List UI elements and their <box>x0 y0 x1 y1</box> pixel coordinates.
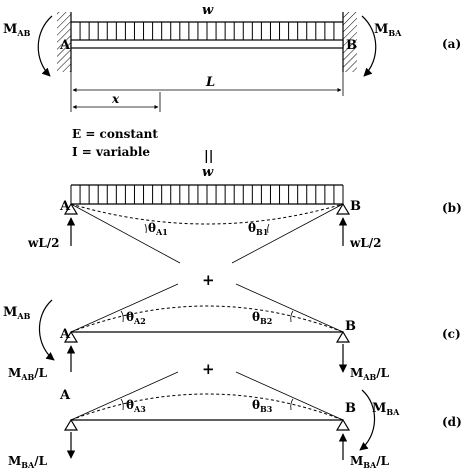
x-label: x <box>111 92 120 106</box>
reaction-label-a-b: wL/2 <box>27 236 60 250</box>
distributed-load-a <box>70 21 344 40</box>
panel-d-label: (d) <box>442 415 462 429</box>
theta-b2-label: θB2 <box>252 310 272 326</box>
span-label: L <box>205 75 215 90</box>
reaction-label-a-c: MAB/L <box>8 366 48 382</box>
node-b-label-d: B <box>345 401 356 416</box>
i-variable-text: I = variable <box>72 145 150 159</box>
node-a-label-b: A <box>59 199 71 214</box>
pin-support-a-b <box>63 202 79 215</box>
panel-a: w A B MAB MBA L x E = constant I = varia… <box>3 3 461 159</box>
moment-ba-arrow-d <box>359 389 376 451</box>
fixed-support-left <box>57 12 71 72</box>
e-constant-text: E = constant <box>72 127 158 141</box>
reaction-label-b-b: wL/2 <box>349 236 382 250</box>
panel-a-label: (a) <box>442 37 461 51</box>
moment-ba-label-d: MBA <box>372 401 400 417</box>
theta-b3-label: θB3 <box>252 398 273 414</box>
pin-support-a-d <box>63 418 79 431</box>
node-a-label-c: A <box>59 327 71 342</box>
plus-sign-1: + <box>202 271 215 289</box>
panel-b: w θA1 θB1 A B wL/2 wL/2 (b) <box>27 165 462 264</box>
pin-support-b-b <box>335 202 351 215</box>
node-b-label-c: B <box>345 319 356 334</box>
panel-c: θA2 θB2 A B MAB MAB/L MAB/L (c) <box>3 283 461 382</box>
moment-ab-label-c: MAB <box>3 305 31 321</box>
theta-a2-label: θA2 <box>126 310 146 326</box>
theta-b1-label: θB1 <box>248 221 268 237</box>
moment-ba-arrow <box>361 15 377 77</box>
theta-a3-label: θA3 <box>126 398 146 414</box>
beam-a <box>70 39 344 49</box>
theta-a1-label: θA1 <box>148 221 168 237</box>
panel-b-label: (b) <box>442 201 462 215</box>
reaction-label-a-d: MBA/L <box>8 454 48 470</box>
node-b-label-b: B <box>350 199 361 214</box>
pin-support-b-d <box>335 418 351 431</box>
pin-support-b-c <box>335 330 351 343</box>
reaction-label-b-d: MBA/L <box>350 454 390 470</box>
moment-ab-arrow-c <box>38 299 55 361</box>
load-label-b: w <box>202 165 214 180</box>
panel-c-label: (c) <box>442 327 461 341</box>
moment-ab-arrow <box>37 15 53 77</box>
panel-d: θA3 θB3 A B MBA MBA/L MBA/L (d) <box>8 371 462 470</box>
reaction-label-b-c: MAB/L <box>350 366 390 382</box>
node-a-label-d: A <box>59 388 71 403</box>
node-b-label: B <box>346 38 357 53</box>
moment-ab-label: MAB <box>3 22 31 38</box>
pin-support-a-c <box>63 330 79 343</box>
node-a-label: A <box>59 38 71 53</box>
plus-sign-2: + <box>202 360 215 378</box>
distributed-load-b <box>70 184 344 204</box>
load-label: w <box>202 3 214 18</box>
fixed-support-right <box>343 12 357 72</box>
equivalence-sign: || <box>204 149 213 164</box>
moment-ba-label: MBA <box>374 22 402 38</box>
